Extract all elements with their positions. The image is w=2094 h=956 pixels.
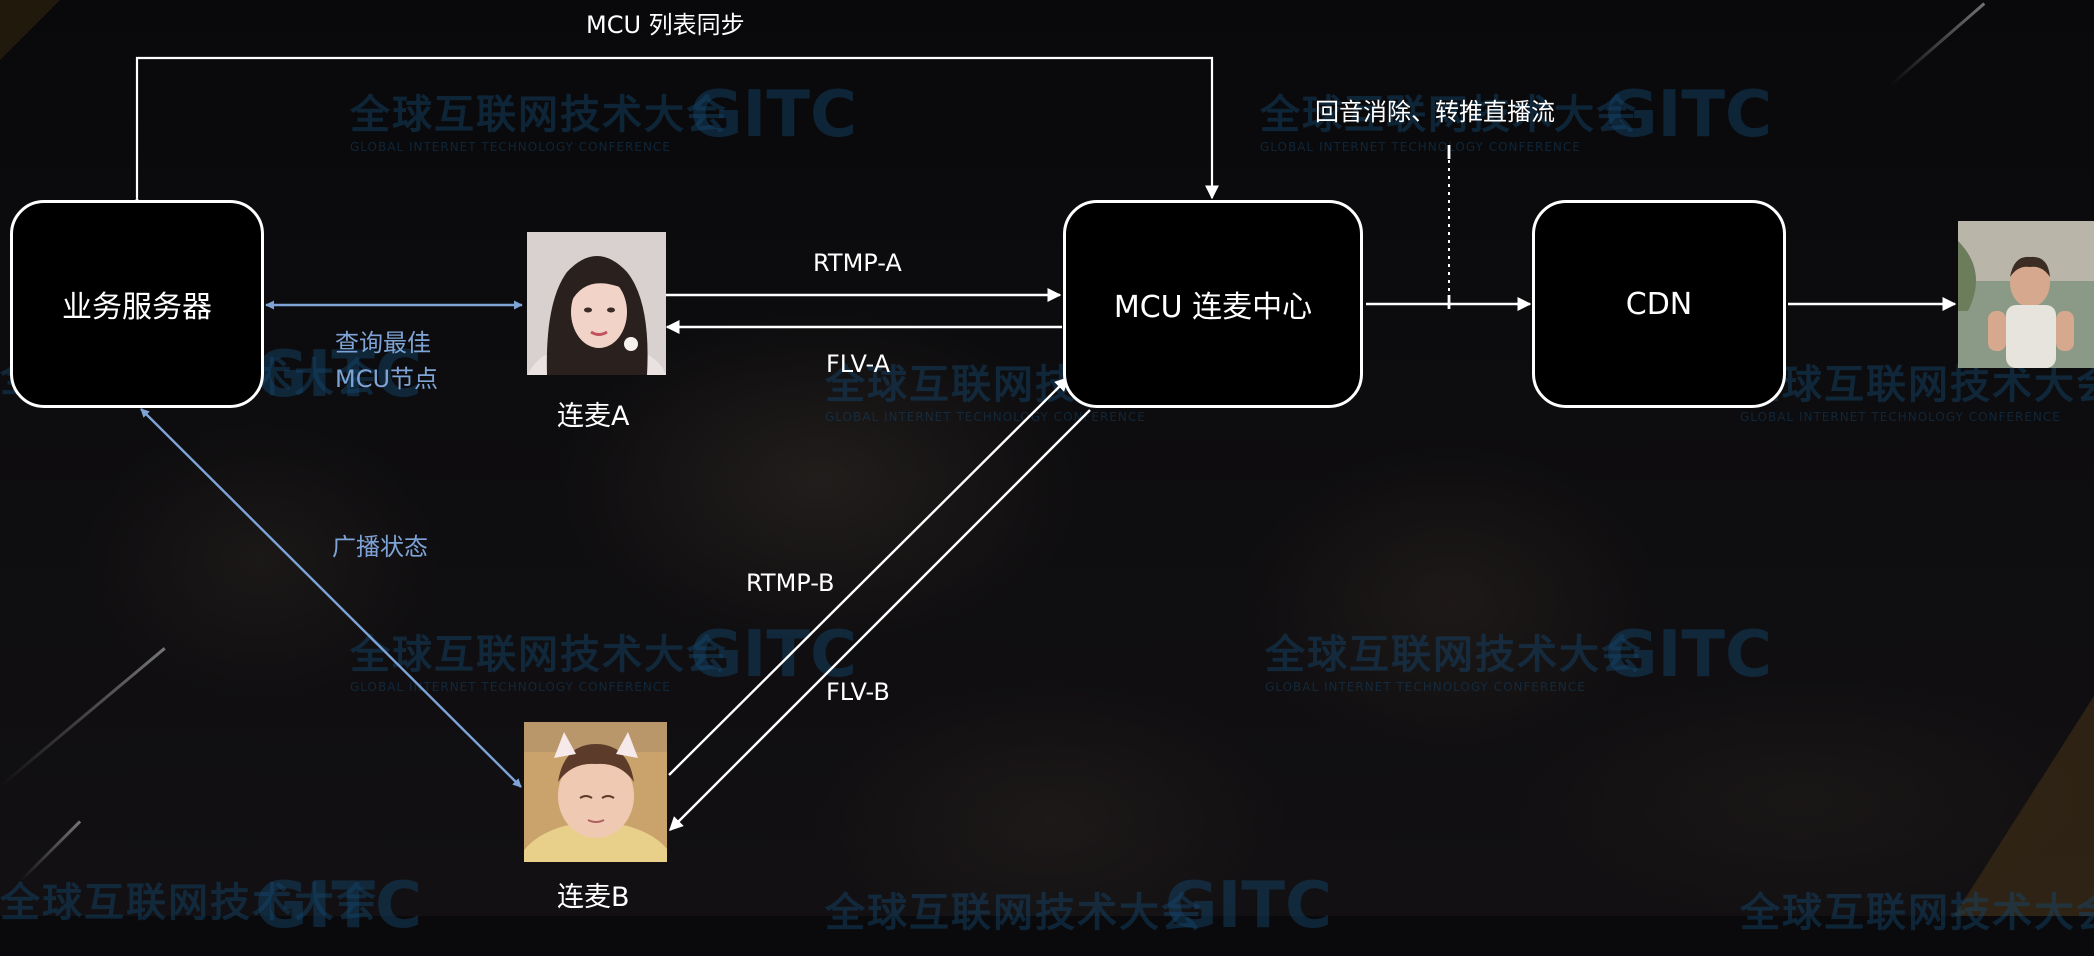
corner-accent-bottom-right xyxy=(1954,696,2094,916)
participant-a-avatar xyxy=(527,232,666,375)
business-server-node: 业务服务器 xyxy=(10,200,264,408)
flv-b-arrow xyxy=(669,409,1091,831)
participant-a-caption: 连麦A xyxy=(557,401,630,432)
rtmp-b-arrow xyxy=(668,377,1069,776)
viewer-avatar xyxy=(1958,221,2094,368)
participant-b-caption: 连麦B xyxy=(557,882,630,913)
rtmp-b-label: RTMP-B xyxy=(746,569,835,597)
broadcast-status-label: 广播状态 xyxy=(332,533,428,561)
corner-accent-top-left xyxy=(0,0,60,60)
cdn-node: CDN xyxy=(1532,200,1786,408)
query-label-line2: MCU节点 xyxy=(335,365,439,393)
mcu-center-label: MCU 连麦中心 xyxy=(1113,290,1313,325)
query-label-line1: 查询最佳 xyxy=(335,329,431,357)
mcu-list-sync-connector xyxy=(130,56,1219,211)
echo-cancel-label: 回音消除、转推直播流 xyxy=(1315,98,1555,126)
mcu-list-sync-label: MCU 列表同步 xyxy=(586,11,745,39)
mcu-center-node: MCU 连麦中心 xyxy=(1063,200,1363,408)
flv-b-label: FLV-B xyxy=(826,678,890,706)
cdn-label: CDN xyxy=(1625,286,1693,322)
participant-b-avatar xyxy=(524,722,667,862)
flv-a-label: FLV-A xyxy=(826,350,891,378)
business-server-label: 业务服务器 xyxy=(62,290,212,325)
rtmp-a-label: RTMP-A xyxy=(813,249,902,277)
broadcast-connector xyxy=(140,408,522,788)
connector-layer xyxy=(130,56,1957,831)
